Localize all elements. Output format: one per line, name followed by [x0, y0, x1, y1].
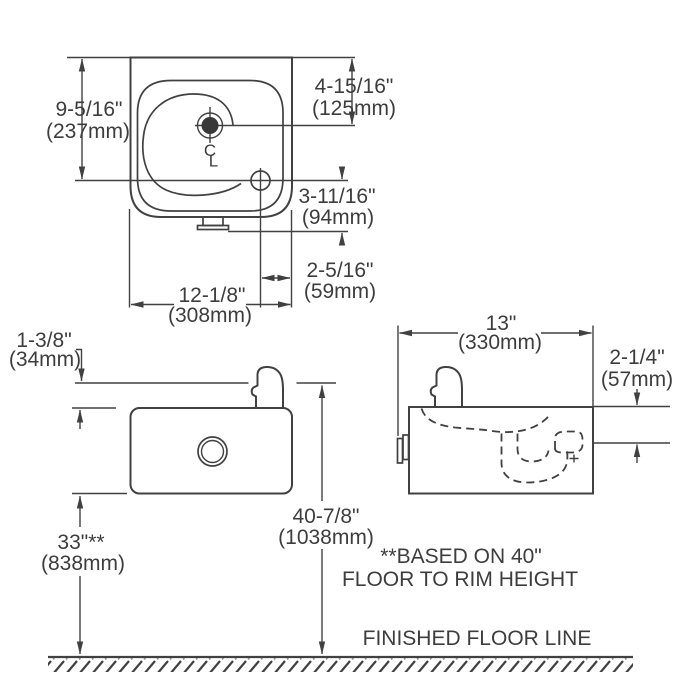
centerline-symbol-c: C: [204, 141, 216, 160]
footnote-line1: **BASED ON 40": [380, 545, 542, 568]
dim-label: 12-1/8": [179, 284, 246, 307]
floor-hatching: [48, 658, 633, 672]
dim-floor-to-rim-40-7-8: 40-7/8" (1038mm): [278, 385, 374, 655]
top-view: C L 9-5/16" (237mm) 4-15/16" (125mm) 3-1…: [46, 56, 396, 327]
dim-label-mm: (308mm): [168, 304, 252, 327]
top-view-basin-rim: [136, 79, 284, 212]
dim-label-mm: (94mm): [302, 206, 374, 229]
dim-label-mm: (125mm): [312, 97, 396, 120]
top-view-bubbler-ring: [196, 112, 224, 139]
top-view-front-tab: [202, 216, 224, 227]
finished-floor-line-label: FINISHED FLOOR LINE: [363, 627, 592, 650]
side-view: 13" (330mm) 2-1/4" (57mm): [396, 312, 673, 495]
dim-label: 1-3/8": [16, 329, 71, 352]
bubbler-icon: [201, 117, 219, 134]
hidden-trap-outer: [500, 433, 569, 484]
dim-label-mm: (34mm): [9, 348, 81, 371]
dim-label-mm: (1038mm): [278, 526, 374, 549]
dim-side-depth-13: 13" (330mm): [397, 312, 594, 436]
dim-label: 2-5/16": [307, 259, 374, 282]
front-view: 1-3/8" (34mm) 33"** (838mm) 40-7/8" (103…: [9, 329, 374, 655]
wall-bracket-outer-plate: [396, 437, 404, 464]
dim-drain-to-front-3-11-16: 3-11/16" (94mm): [228, 166, 376, 246]
front-view-body-outline: [129, 407, 293, 495]
dim-label: 2-1/4": [609, 346, 664, 369]
front-view-bubbler: [250, 365, 284, 409]
top-view-basin-inner-curve: [142, 93, 242, 197]
side-view-bubbler: [429, 365, 463, 408]
dim-label-mm: (838mm): [41, 552, 125, 575]
centerline-symbol-l: L: [209, 152, 218, 171]
notes: **BASED ON 40" FLOOR TO RIM HEIGHT FINIS…: [342, 545, 591, 650]
dim-rim-to-outlet-2-1-4: 2-1/4" (57mm): [593, 346, 673, 463]
top-view-front-tab-flange: [196, 224, 230, 231]
dim-label-mm: (237mm): [46, 120, 130, 143]
finished-floor-line: [48, 655, 633, 672]
dim-label-mm: (57mm): [601, 368, 673, 391]
dim-label: 4-15/16": [315, 75, 394, 98]
dim-width-12-1-8: 12-1/8" (308mm): [128, 209, 291, 327]
dim-label: 3-11/16": [298, 185, 375, 208]
hidden-outlet-fitting: [554, 430, 584, 454]
hidden-drain-sweep: [420, 408, 552, 433]
dim-depth-9-5-16: 9-5/16" (237mm): [46, 58, 130, 180]
dim-bubbler-height-1-3-8: 1-3/8" (34mm): [9, 329, 116, 429]
dim-label-mm: (330mm): [458, 331, 542, 354]
dim-drain-to-side-2-5-16: 2-5/16" (59mm): [261, 210, 376, 308]
wall-bracket-inner-plate: [402, 434, 410, 461]
dim-label: 9-5/16": [56, 98, 123, 121]
hidden-outlet-tick: [569, 454, 579, 463]
dim-label: 13": [486, 312, 517, 335]
hidden-trap-inner: [516, 433, 550, 463]
push-button-inner-ring: [200, 439, 225, 464]
dim-label-mm: (59mm): [304, 280, 376, 303]
dim-label: 33"**: [57, 531, 104, 554]
footnote-line2: FLOOR TO RIM HEIGHT: [342, 568, 578, 591]
push-button-icon: [197, 436, 228, 467]
dim-floor-to-bottom-33: 33"** (838mm): [41, 492, 127, 655]
dim-label: 40-7/8": [293, 505, 360, 528]
dim-bubbler-offset-4-15-16: 4-15/16" (125mm): [312, 58, 396, 125]
